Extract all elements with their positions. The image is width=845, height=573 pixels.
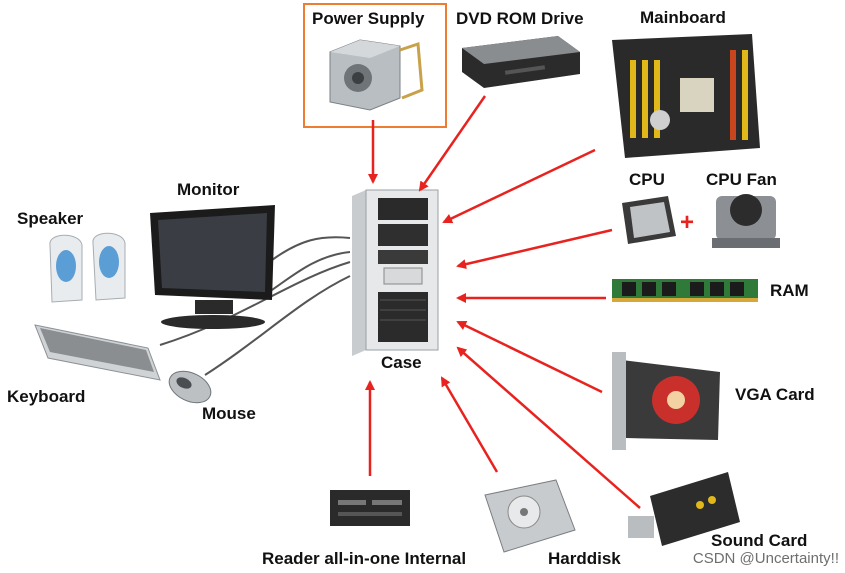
arrow-sound-card-to-case <box>456 346 641 509</box>
label-mainboard: Mainboard <box>640 8 726 27</box>
dvd-rom-illustration <box>462 36 580 88</box>
ram-illustration <box>612 279 758 302</box>
label-cpu-fan: CPU Fan <box>706 170 777 189</box>
harddisk-illustration <box>484 479 576 553</box>
card-reader-illustration <box>330 490 410 526</box>
mouse-illustration <box>168 370 212 404</box>
arrow-harddisk-to-case <box>440 376 499 473</box>
label-mouse: Mouse <box>202 404 256 423</box>
arrow-mainboard-to-case <box>442 148 596 224</box>
speaker-illustration <box>49 232 126 303</box>
label-dvd-rom-drive: DVD ROM Drive <box>456 9 584 28</box>
power-supply-highlight-box <box>303 3 447 128</box>
case-illustration <box>352 189 439 356</box>
label-keyboard: Keyboard <box>7 387 86 406</box>
label-harddisk: Harddisk <box>548 549 621 568</box>
sound-card-illustration <box>628 472 740 546</box>
monitor-illustration <box>150 205 275 329</box>
keyboard-illustration <box>34 324 161 381</box>
label-case: Case <box>381 353 422 372</box>
vga-card-illustration <box>612 352 720 450</box>
label-vga-card: VGA Card <box>735 385 815 404</box>
watermark: CSDN @Uncertainty!! <box>692 550 839 567</box>
label-cpu: CPU <box>629 170 665 189</box>
label-speaker: Speaker <box>17 209 84 228</box>
arrow-vga-card-to-case <box>456 320 603 394</box>
arrow-cpu-to-case <box>456 228 613 270</box>
mainboard-illustration <box>612 34 760 158</box>
label-power-supply: Power Supply <box>312 9 425 28</box>
power-supply-illustration <box>329 39 424 111</box>
plus-sign: + <box>680 209 694 236</box>
label-sound-card: Sound Card <box>711 531 808 550</box>
cpu-fan-illustration <box>712 194 780 248</box>
label-ram: RAM <box>770 281 809 300</box>
label-monitor: Monitor <box>177 180 240 199</box>
label-reader-all-in-one: Reader all-in-one Internal <box>262 549 467 568</box>
cpu-illustration <box>622 196 676 244</box>
arrow-dvd-rom-to-case <box>418 95 487 192</box>
